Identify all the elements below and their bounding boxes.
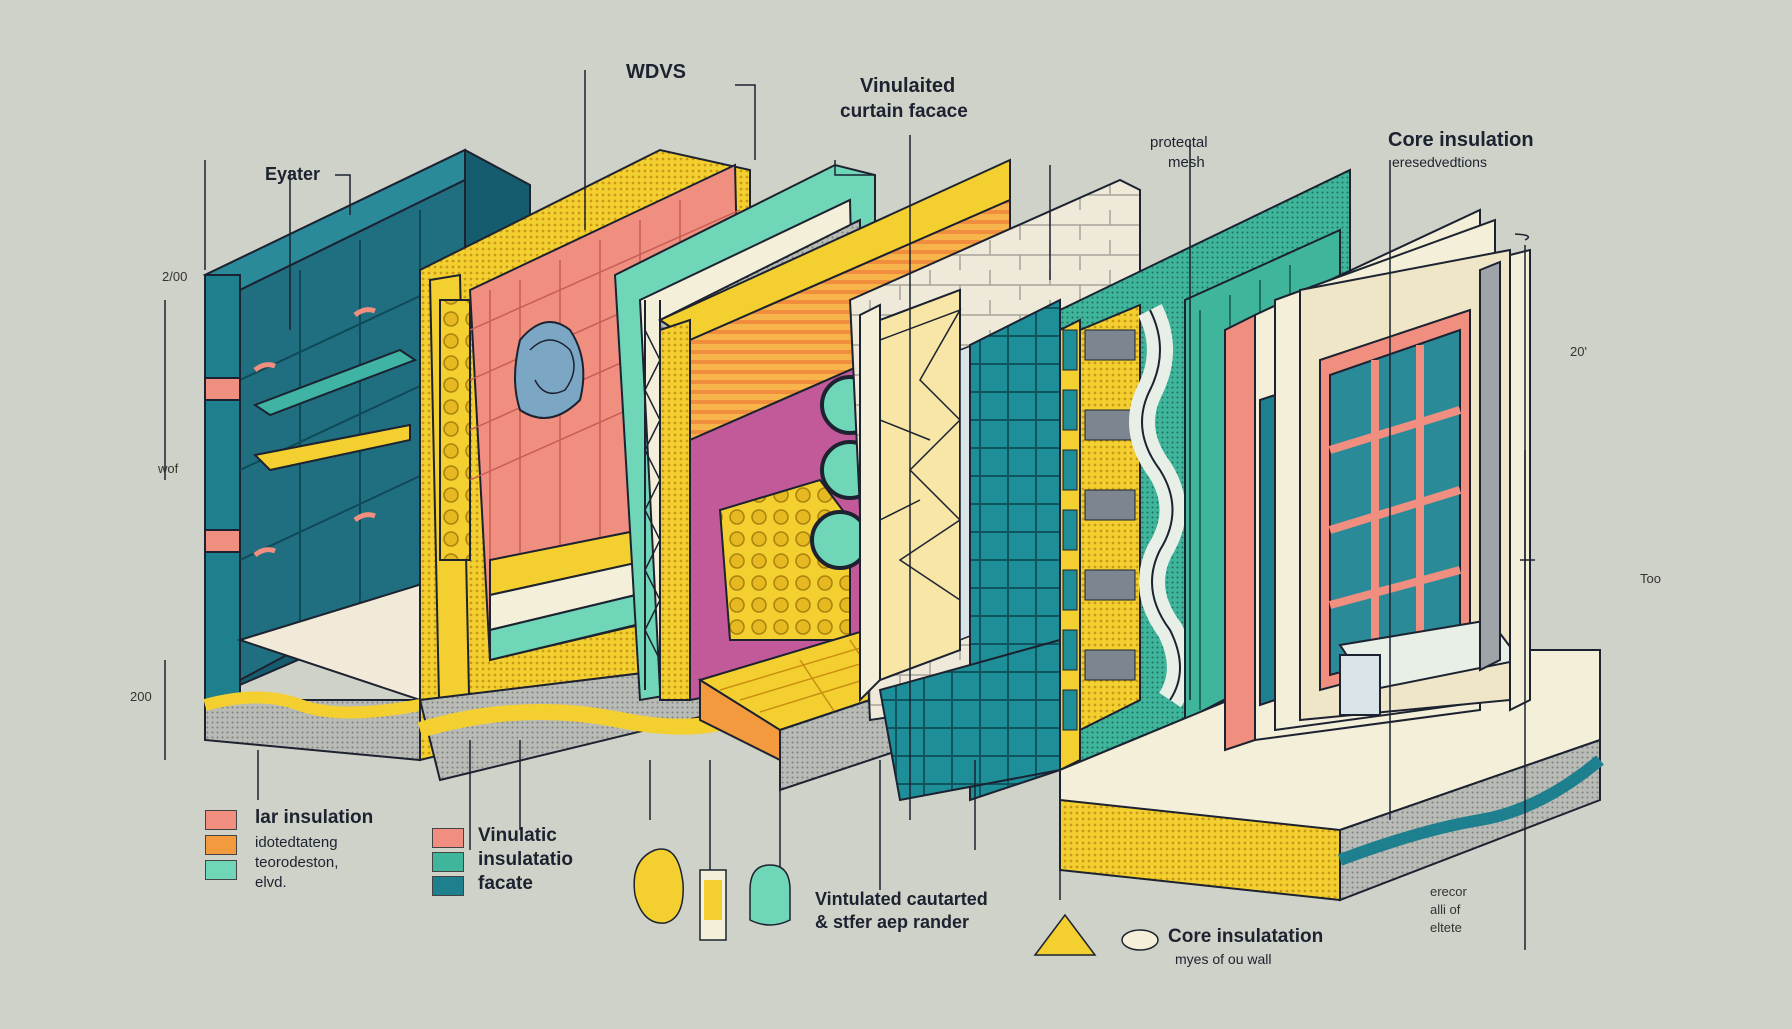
- yellow-insulation-slab: [718, 478, 851, 641]
- curtain-facade-block: [613, 158, 1011, 792]
- dim-wof: wof: [158, 461, 179, 476]
- corner-note-2: alli of: [1430, 902, 1461, 917]
- window: [1328, 328, 1462, 677]
- label-vinulaited: Vinulaited: [860, 75, 956, 97]
- legend-3-line1: Vintulated cautarted: [815, 889, 988, 909]
- legend-swatch-salmon: [205, 810, 237, 830]
- legend-swatch-2a: [432, 828, 464, 848]
- leader-lines: [164, 70, 1535, 950]
- label-core-sub: eresedvedtions: [1392, 154, 1487, 170]
- legend-2-line1: Vinulatic: [478, 825, 557, 846]
- legend-swatch-2b: [432, 852, 464, 872]
- label-mesh: mesh: [1168, 154, 1205, 171]
- dim-20: 20': [1570, 344, 1587, 359]
- legend-swatch-2c: [432, 876, 464, 896]
- legend-shapes: [633, 848, 1159, 956]
- legend-1-line1: idotedtateng: [255, 834, 338, 851]
- bracket-column: [1062, 329, 1078, 731]
- corner-note-1: erecor: [1430, 884, 1467, 899]
- dim-200: 200: [130, 689, 152, 704]
- legend-4-line2: myes of ou wall: [1175, 951, 1272, 967]
- legend-3-line2: & stfer aep rander: [815, 912, 970, 932]
- label-eyater: Eyater: [265, 164, 321, 184]
- label-wdvs: WDVS: [626, 61, 686, 83]
- corner-note-3: eltete: [1430, 920, 1462, 935]
- legend-1-title: lar insulation: [255, 807, 374, 828]
- legend-1-line2: teorodeston,: [255, 854, 339, 871]
- legend-swatch-orange: [205, 835, 237, 855]
- legend-2-line3: facate: [478, 873, 533, 894]
- label-curtain-facace: curtain facace: [840, 101, 968, 122]
- label-protectal: protectal: [1150, 134, 1208, 151]
- legend-2-line2: insulatatio: [478, 849, 574, 870]
- label-core-insulation: Core insulation: [1388, 129, 1534, 151]
- dim-2100: 2/00: [162, 269, 188, 284]
- legend-1-line3: elvd.: [255, 874, 287, 891]
- mesh-roll: [514, 321, 585, 419]
- legend-4-line1: Core insulatation: [1168, 926, 1324, 947]
- dim-too: Too: [1640, 571, 1661, 586]
- gray-stones: [1084, 329, 1136, 681]
- legend-swatch-mint: [205, 860, 237, 880]
